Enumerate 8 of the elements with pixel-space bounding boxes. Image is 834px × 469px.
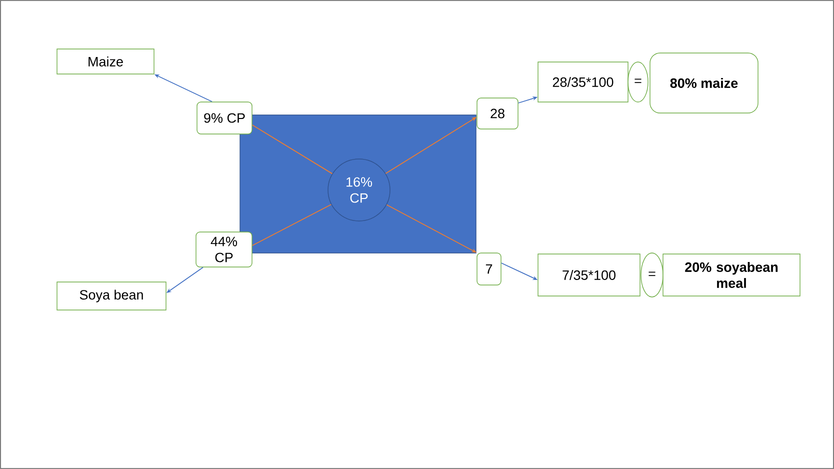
label-box: Maize [56, 48, 154, 74]
value-box: 9% CP [196, 102, 252, 134]
connector-line [252, 204, 332, 246]
label-box: Soya bean [56, 282, 166, 310]
connector-line [252, 124, 333, 174]
value-box: 28 [476, 98, 518, 130]
value-box: 7 [476, 252, 502, 286]
value-box: 44% CP [196, 232, 252, 268]
